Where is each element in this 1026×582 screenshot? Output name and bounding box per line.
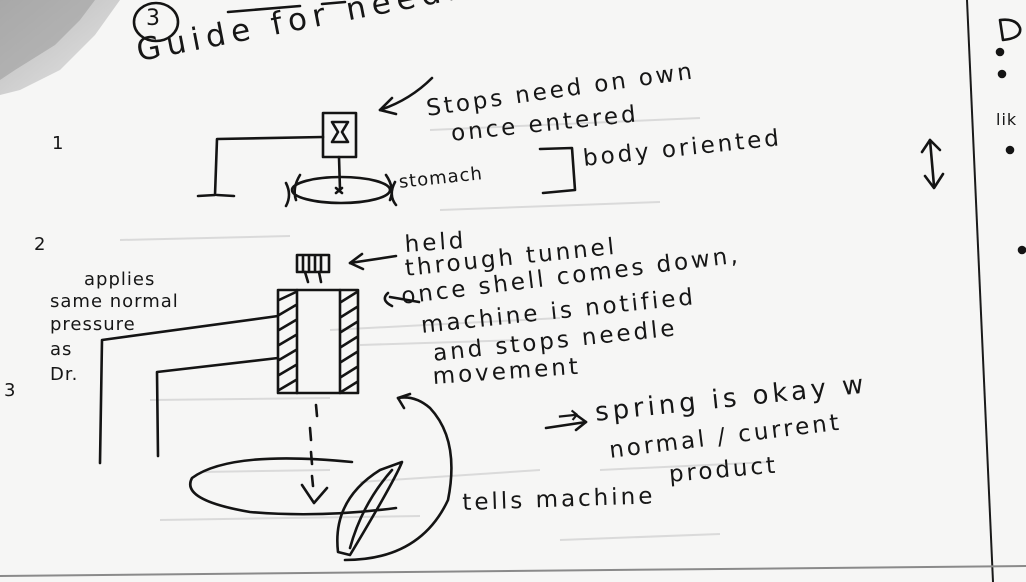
label-pressure: pressure <box>50 316 136 334</box>
step3-marker: 3 <box>4 382 16 400</box>
label-arrow <box>380 78 432 110</box>
step2-marker: 2 <box>34 236 46 254</box>
tunnel-tube <box>100 290 358 463</box>
right-margin-letter-D <box>1000 20 1020 40</box>
right-margin-bullets <box>997 49 1025 253</box>
right-margin-text-lik: lik <box>996 112 1017 128</box>
body-bracket <box>540 148 575 193</box>
needle-path <box>190 428 396 514</box>
page-number: 3 <box>146 8 164 30</box>
held-spring <box>297 255 329 282</box>
step1-marker: 1 <box>52 135 64 153</box>
label-dr: Dr. <box>50 366 78 384</box>
loop-arrow <box>337 394 451 560</box>
label-same-normal: same normal <box>50 293 179 311</box>
label-as: as <box>50 341 72 359</box>
step1-device <box>198 113 396 206</box>
vertical-double-arrow <box>922 140 943 188</box>
label-applies: applies <box>84 271 155 289</box>
shell-hook <box>385 293 392 306</box>
